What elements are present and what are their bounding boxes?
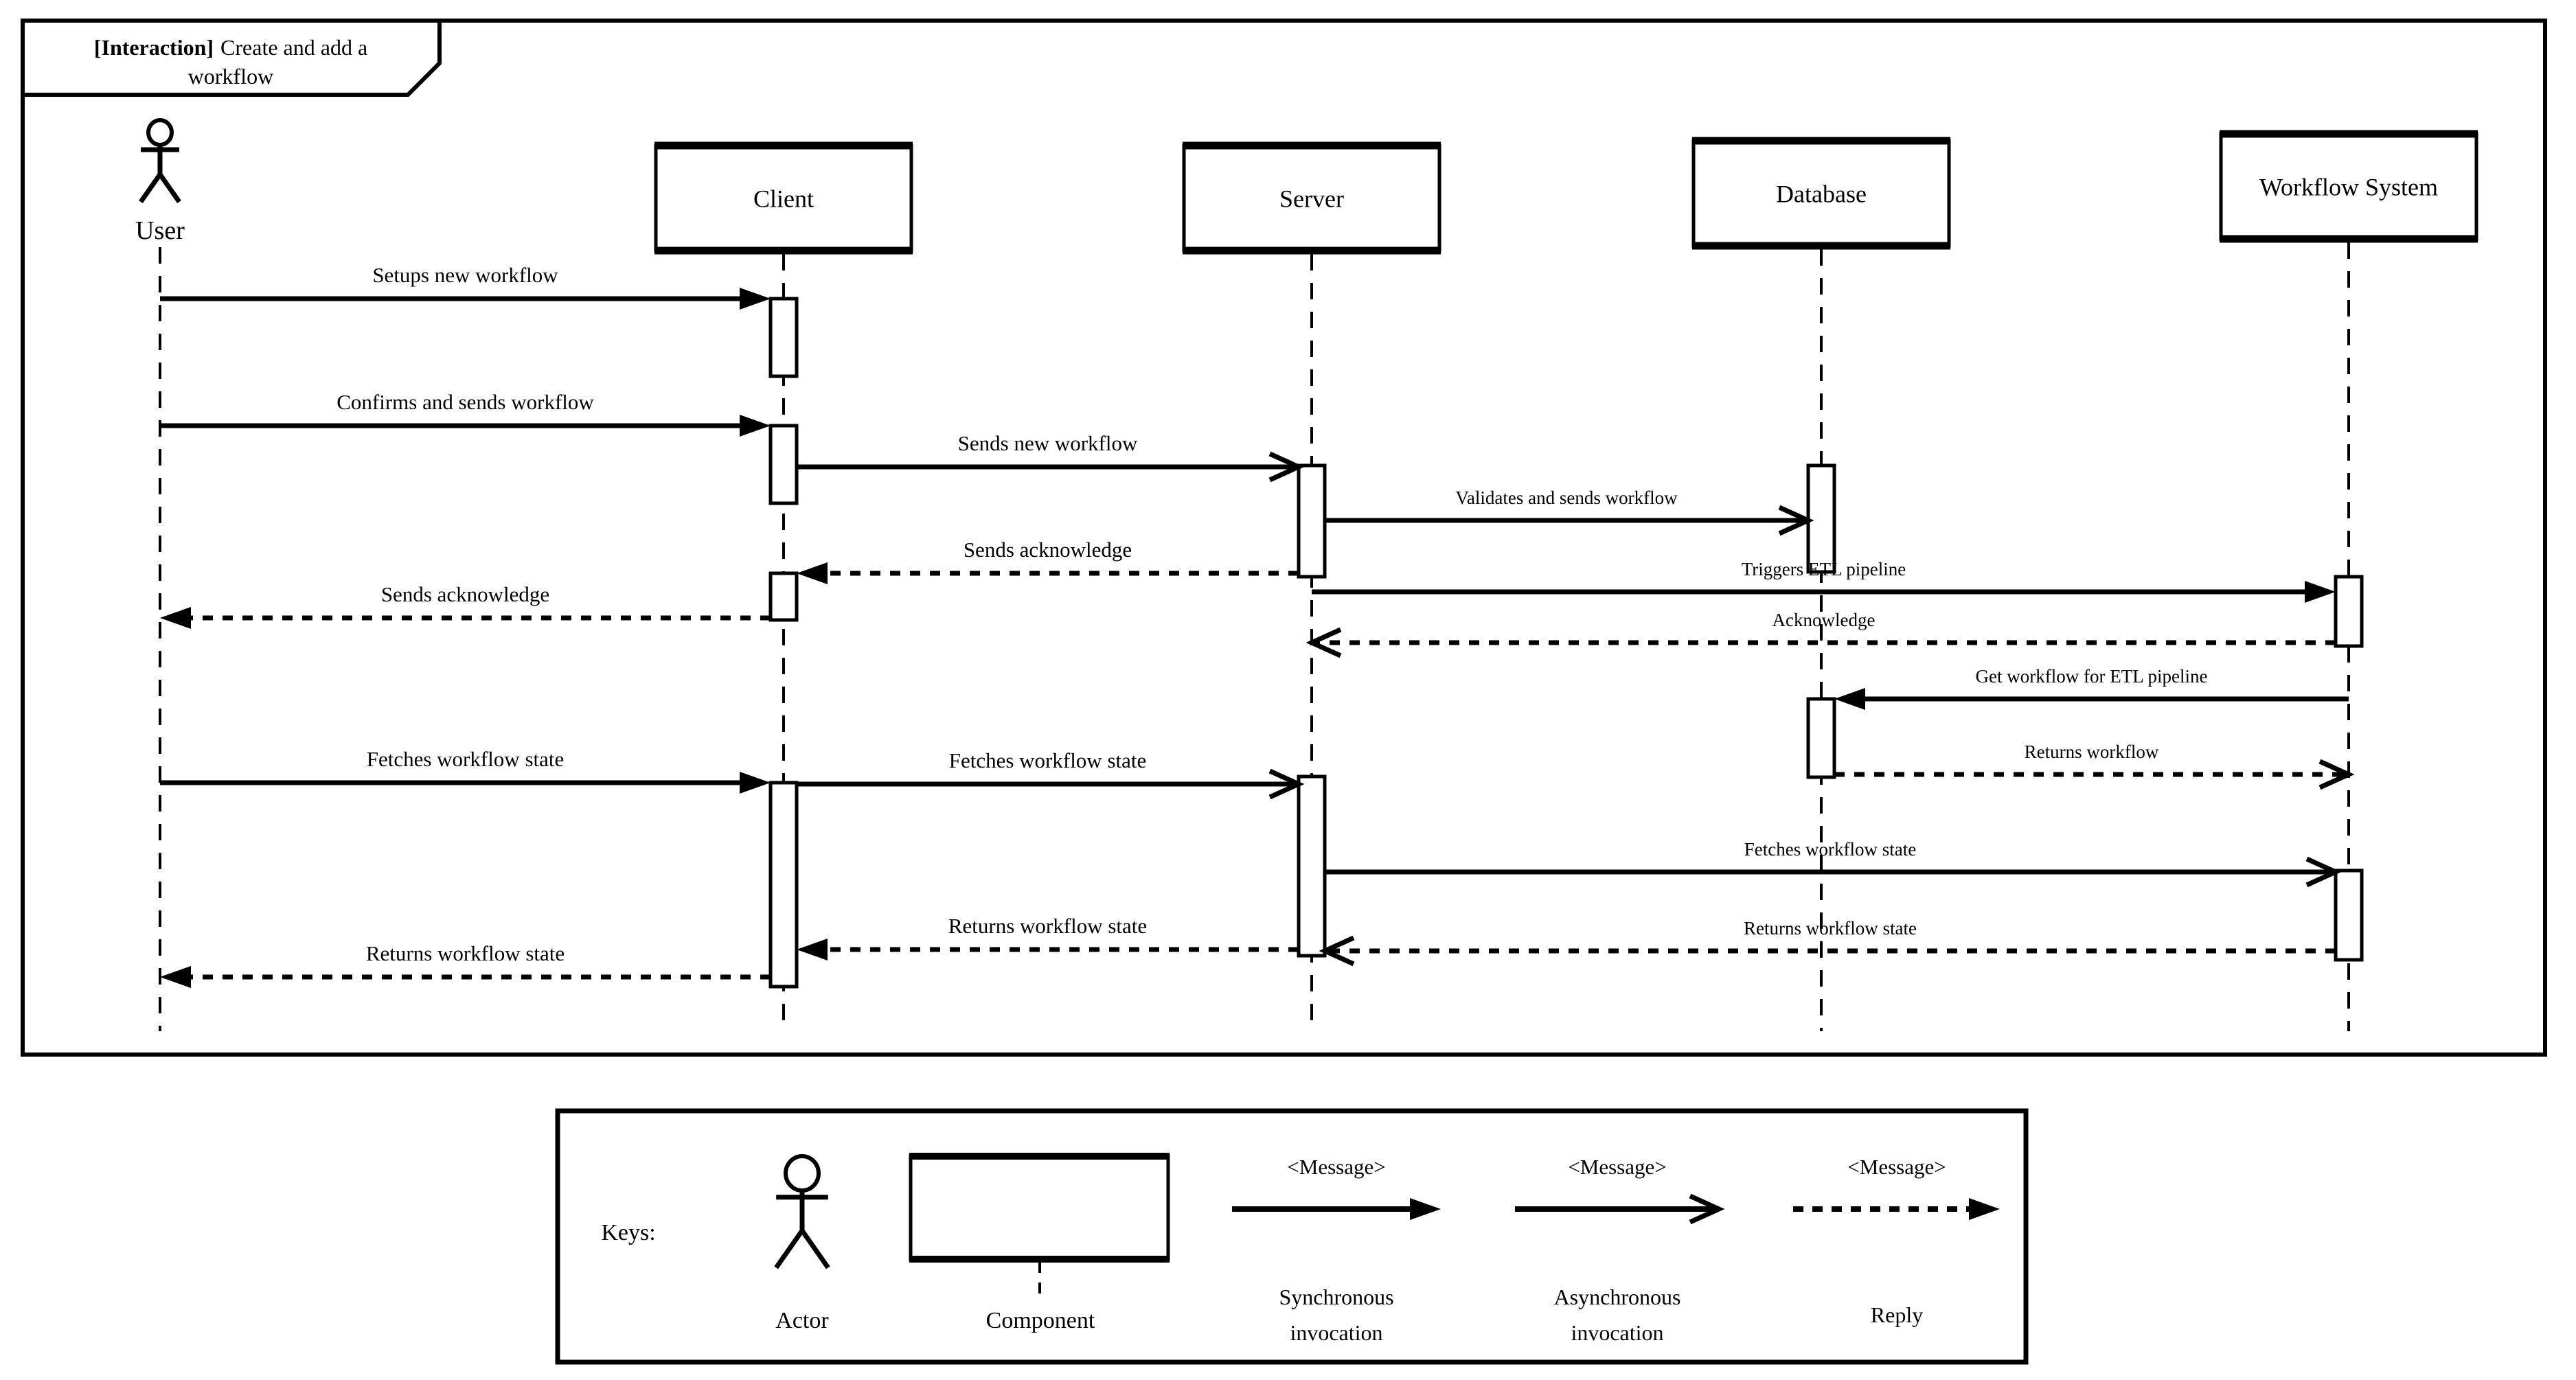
message-label-8: Get workflow for ETL pipeline	[1976, 666, 2208, 687]
activation-bar-client-0	[768, 297, 799, 378]
message-arrowhead-5	[2305, 581, 2336, 603]
activation-bar-server-4	[1297, 463, 1327, 579]
message-arrowhead-9	[2318, 759, 2355, 790]
activation-bar-database-6	[1806, 463, 1836, 574]
lifeline-label-client: Client	[753, 185, 814, 213]
legend-arrow-message-label-0: <Message>	[1287, 1155, 1385, 1179]
message-arrowhead-3	[1778, 505, 1814, 536]
lifeline-head-box-workflow-system	[2219, 132, 2478, 241]
message-arrowhead-12	[2305, 856, 2342, 888]
message-label-5: Triggers ETL pipeline	[1742, 559, 1906, 579]
message-arrowhead-2	[1268, 451, 1305, 483]
legend-component-label: Component	[986, 1308, 1095, 1333]
activation-bar-database-7	[1806, 697, 1836, 779]
frame-title-tab	[21, 19, 442, 97]
legend-actor-figure-right-leg	[800, 1229, 830, 1269]
message-arrowhead-14	[797, 939, 828, 961]
lifeline-label-workflow-system: Workflow System	[2259, 174, 2438, 201]
legend-actor-label: Actor	[775, 1308, 829, 1333]
legend-arrow-caption2-1: invocation	[1571, 1320, 1663, 1345]
diagram-title-line1: [Interaction]Create and add a	[94, 35, 367, 60]
legend-box	[555, 1108, 2029, 1365]
message-label-9: Returns workflow	[2025, 741, 2159, 762]
legend-arrow-message-label-2: <Message>	[1847, 1155, 1946, 1179]
activation-bar-workflow-system-9	[2334, 869, 2364, 962]
message-label-4: Sends acknowledge	[964, 538, 1132, 562]
legend-arrow-head-2	[1969, 1198, 2000, 1220]
message-label-7: Acknowledge	[1773, 610, 1876, 630]
message-label-6: Sends acknowledge	[381, 582, 549, 606]
legend-component-box	[909, 1154, 1170, 1261]
message-arrowhead-13	[1319, 935, 1355, 967]
diagram-title-line2: workflow	[188, 64, 273, 89]
lifeline-label-user: User	[135, 216, 185, 245]
lifeline-label-database: Database	[1776, 181, 1867, 208]
message-label-12: Fetches workflow state	[1744, 839, 1916, 860]
message-arrowhead-11	[1268, 768, 1305, 800]
message-arrowhead-8	[1834, 688, 1865, 710]
message-label-13: Returns workflow state	[1744, 918, 1917, 939]
message-label-11: Fetches workflow state	[949, 748, 1147, 772]
activation-bar-client-2	[768, 571, 799, 622]
actor-figure-user-head	[146, 118, 174, 147]
legend-arrow-head-1	[1689, 1193, 1725, 1225]
message-label-1: Confirms and sends workflow	[337, 390, 594, 414]
legend-actor-figure	[774, 1154, 830, 1269]
lifeline-head-box-server	[1182, 143, 1441, 253]
legend-keys-label: Keys:	[601, 1220, 655, 1245]
message-arrowhead-4	[797, 562, 828, 584]
message-arrowhead-7	[1306, 627, 1342, 658]
interaction-frame	[21, 19, 2547, 1057]
diagram-title-rest: Create and add a	[220, 35, 367, 60]
lifeline-label-server: Server	[1279, 185, 1344, 213]
message-label-2: Sends new workflow	[958, 431, 1138, 455]
diagram-title-keyword: [Interaction]	[94, 35, 214, 60]
message-arrowhead-1	[740, 415, 771, 437]
legend-actor-figure-head	[784, 1154, 821, 1193]
message-label-15: Returns workflow state	[366, 941, 565, 965]
activation-bar-workflow-system-8	[2334, 575, 2364, 648]
legend-actor-figure-left-leg	[774, 1229, 804, 1269]
actor-figure-user-left-leg	[139, 172, 162, 204]
activation-bar-client-1	[768, 424, 799, 505]
message-arrowhead-0	[740, 288, 771, 310]
actor-figure-user	[139, 118, 181, 204]
message-arrowhead-15	[160, 966, 191, 988]
activation-bar-client-3	[768, 781, 799, 989]
message-label-3: Validates and sends workflow	[1455, 487, 1678, 508]
message-arrowhead-6	[160, 607, 191, 629]
legend-arrow-caption2-0: invocation	[1290, 1320, 1382, 1345]
legend-arrow-caption1-0: Synchronous	[1279, 1285, 1393, 1309]
legend-arrow-caption1-2: Reply	[1871, 1302, 1923, 1327]
actor-figure-user-right-leg	[158, 172, 181, 204]
message-label-0: Setups new workflow	[372, 263, 558, 287]
activation-bar-server-5	[1297, 774, 1327, 958]
message-label-10: Fetches workflow state	[367, 747, 565, 771]
legend-arrow-head-0	[1410, 1198, 1441, 1220]
legend-arrow-caption1-1: Asynchronous	[1554, 1285, 1681, 1309]
message-arrowhead-10	[740, 772, 771, 794]
message-label-14: Returns workflow state	[948, 914, 1147, 938]
legend-arrow-message-label-1: <Message>	[1568, 1155, 1666, 1179]
